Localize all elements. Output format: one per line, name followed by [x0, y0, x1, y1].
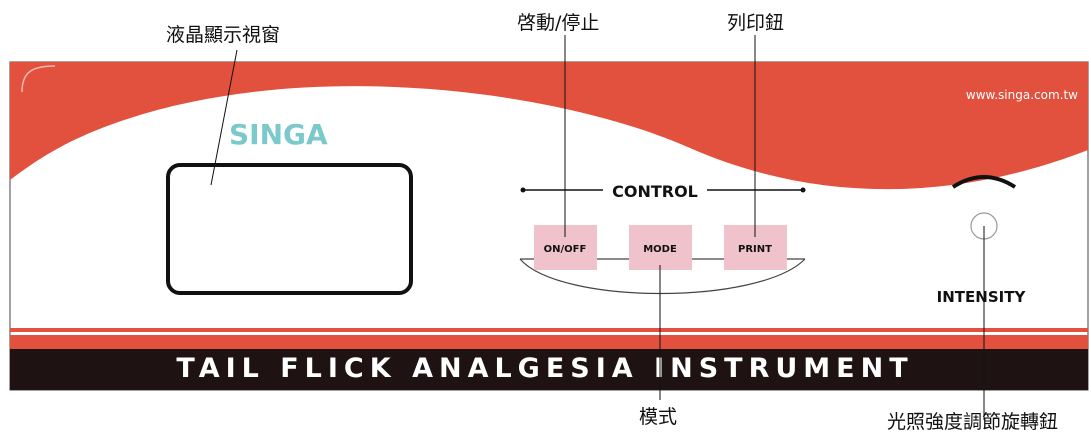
lcd-window-callout: 液晶顯示視窗 [166, 24, 281, 46]
instrument-name-text: TAIL FLICK ANALGESIA INSTRUMENT [176, 353, 913, 384]
lcd-callout-line [210, 49, 238, 186]
intensity-knob-callout: 光照強度調節旋轉鈕 [887, 411, 1059, 433]
button-bracket-curve [519, 258, 806, 295]
brand-logo-text: SINGA [229, 118, 328, 151]
dark-name-band [10, 349, 1088, 390]
print-button-label: PRINT [738, 244, 772, 255]
control-label: CONTROL [612, 182, 698, 201]
red-wave-decoration [10, 62, 1088, 190]
on-off-button-label: ON/OFF [544, 244, 587, 255]
print-button-callout: 列印鈕 [727, 12, 785, 34]
mode-callout: 模式 [639, 406, 678, 428]
mode-button[interactable]: MODE [629, 225, 692, 270]
control-dot-left [520, 187, 526, 193]
website-text: www.singa.com.tw [966, 88, 1078, 102]
control-dot-right [800, 187, 806, 193]
lcd-display-window [166, 163, 413, 295]
start-stop-callout: 啓動/停止 [517, 12, 600, 34]
intensity-label: INTENSITY [937, 288, 1027, 306]
intensity-arc-icon [951, 175, 1017, 189]
mode-button-label: MODE [643, 244, 677, 255]
mode-button-face[interactable] [629, 225, 692, 270]
red-stripe-main [10, 335, 1088, 349]
corner-accent [21, 65, 56, 93]
red-stripe-top [10, 328, 1088, 332]
